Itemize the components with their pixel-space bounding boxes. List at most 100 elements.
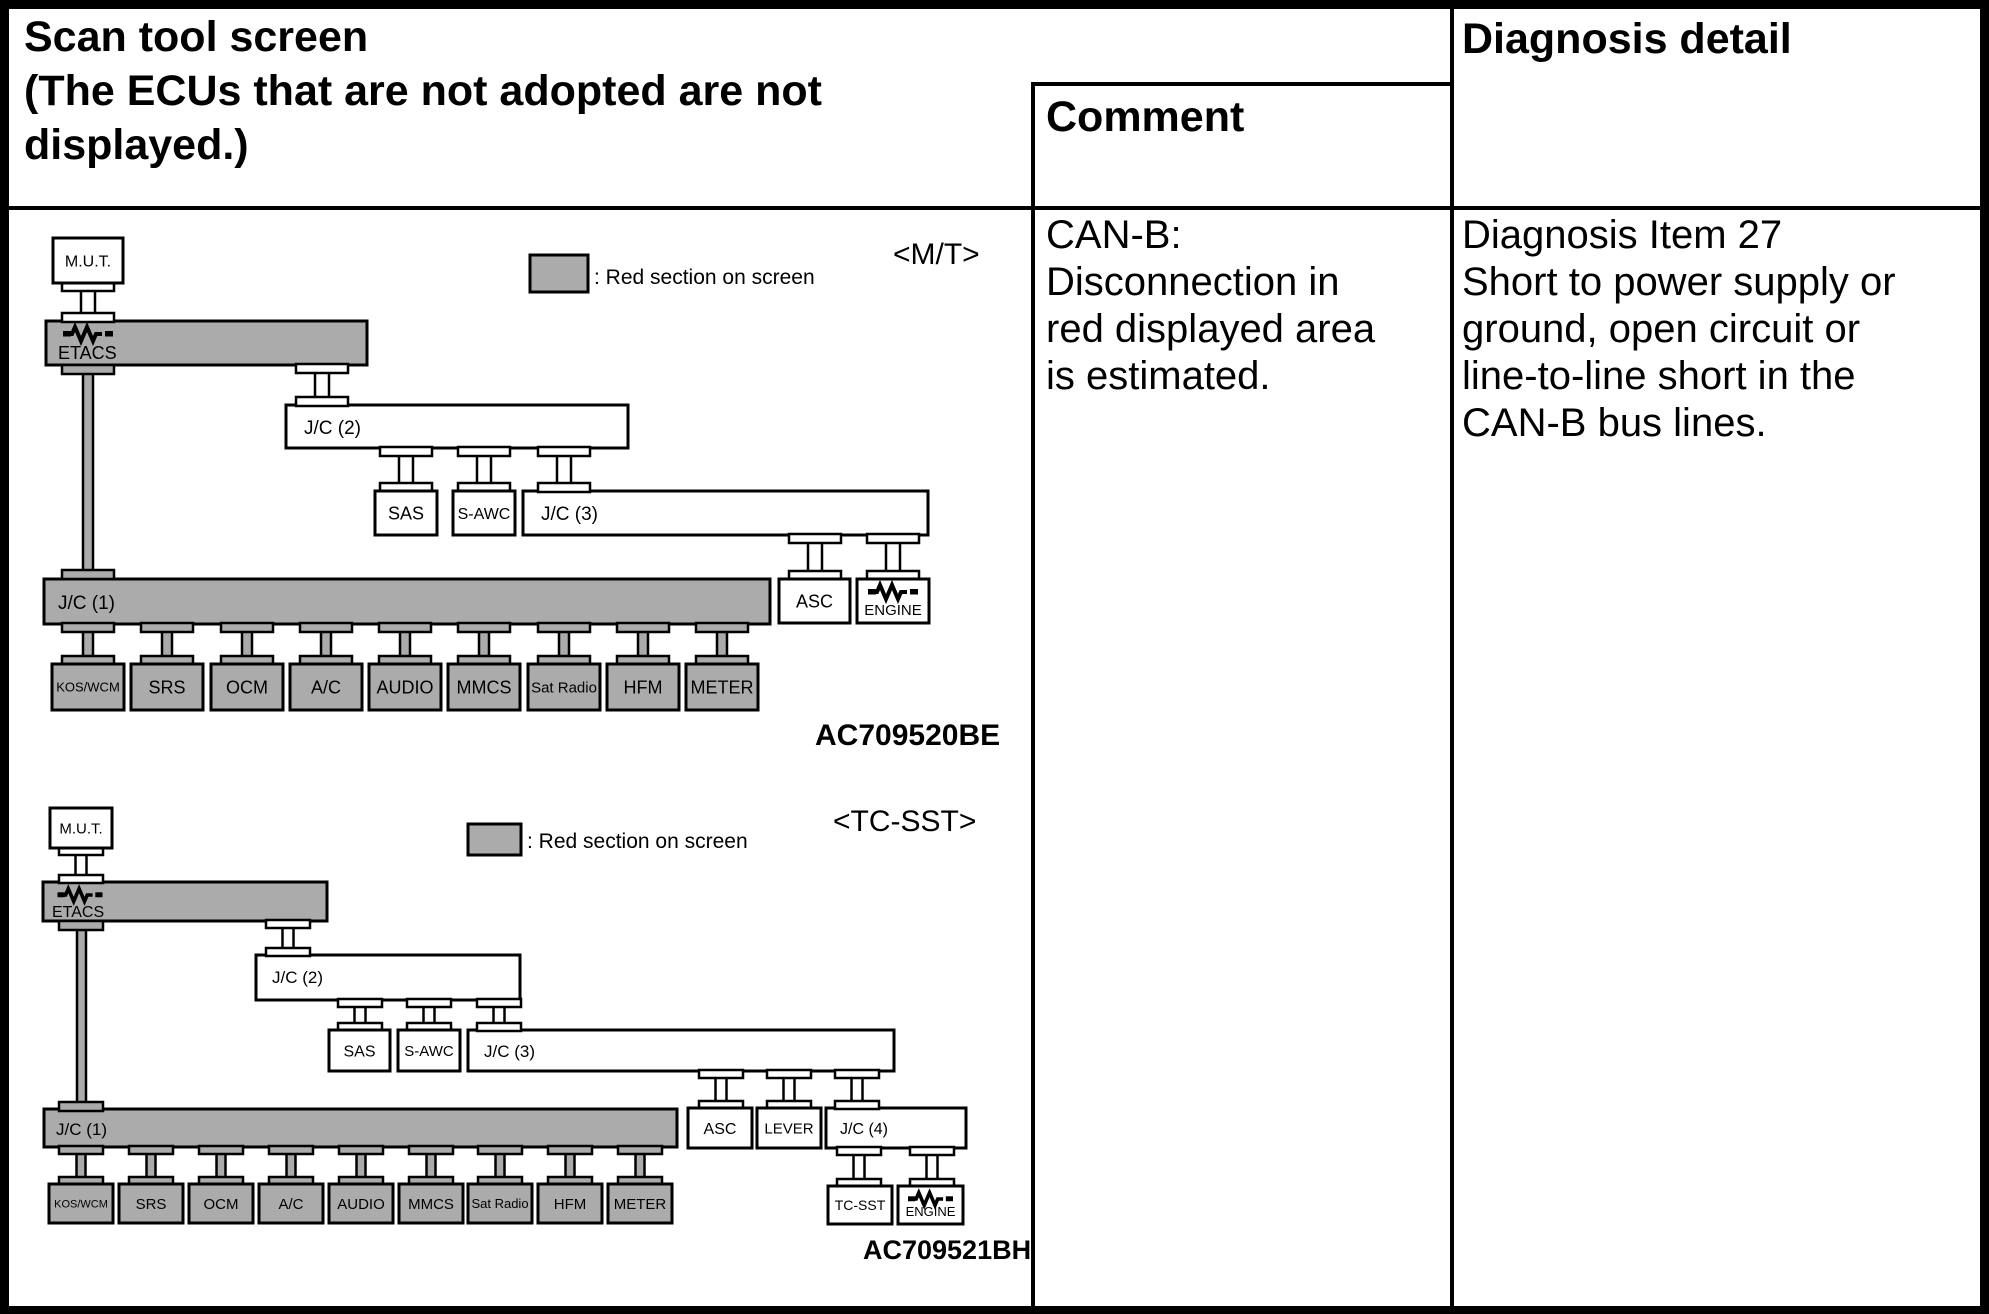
- connector-stem: [281, 925, 295, 951]
- resistor-icon: [910, 1188, 944, 1210]
- connector-tab: [294, 362, 350, 375]
- mt-figure-code: AC709520BE: [815, 719, 1000, 752]
- mt-node-label-engine: ENGINE: [864, 602, 922, 619]
- resistor-cap: [945, 1196, 953, 1202]
- connector-tab: [139, 621, 195, 634]
- connector-stem: [494, 1151, 506, 1180]
- tcsst-trunk-tab: [57, 919, 105, 932]
- tcsst-node-asc: [686, 1106, 754, 1150]
- scan-subtitle-line: (The ECUs that are not adopted are not: [24, 67, 822, 115]
- connector-tab: [536, 621, 592, 634]
- diagnosis-detail-title: Diagnosis detail: [1462, 15, 1792, 63]
- mt-node-label-kos_wcm: KOS/WCM: [56, 680, 120, 695]
- comment-line: is estimated.: [1046, 354, 1271, 398]
- mt-bus-bar-jc3: [521, 489, 930, 537]
- mt-bar-label-etacs: ETACS: [58, 343, 117, 363]
- connector-stem: [398, 629, 412, 659]
- connector-stem: [782, 1075, 796, 1104]
- resistor-cap: [95, 892, 103, 898]
- connector-tab: [298, 621, 354, 634]
- connector-tab: [294, 395, 350, 408]
- connector-stem: [715, 629, 729, 659]
- tcsst-legend-swatch: [466, 822, 523, 857]
- tcsst-trunk-line: [75, 924, 88, 1111]
- tcsst-node-label-hfm: HFM: [554, 1196, 587, 1213]
- tcsst-node-label-sas: SAS: [343, 1043, 375, 1060]
- connector-stem: [852, 1152, 866, 1182]
- tcsst-node-label-mmcs: MMCS: [408, 1196, 454, 1213]
- comment-line: CAN-B:: [1046, 213, 1182, 257]
- tcsst-node-srs: [117, 1182, 185, 1225]
- connector-stem: [355, 1151, 367, 1180]
- scan-subtitle-line: displayed.): [24, 121, 249, 169]
- comment-line: red displayed area: [1046, 307, 1376, 351]
- mt-node-asc: [777, 577, 852, 625]
- tcsst-trunk-tab: [57, 1100, 105, 1113]
- resistor-cap: [910, 589, 918, 595]
- connector-tab: [219, 621, 275, 634]
- mt-bus-bar-jc2: [284, 403, 630, 450]
- tcsst-node-label-sat_radio: Sat Radio: [471, 1196, 528, 1211]
- tcsst-node-mut: [48, 806, 114, 850]
- tcsst-bar-label-jc2: J/C (2): [272, 968, 323, 987]
- connector-stem: [74, 852, 88, 878]
- mt-node-audio: [367, 662, 443, 712]
- connector-stem: [557, 629, 571, 659]
- connector-tab: [377, 621, 433, 634]
- connector-tab: [833, 1068, 881, 1080]
- tcsst-node-mmcs: [397, 1182, 465, 1225]
- mt-node-label-hfm: HFM: [624, 677, 663, 697]
- connector-tab: [267, 1144, 315, 1156]
- tcsst-legend-label: : Red section on screen: [527, 830, 748, 853]
- connector-stem: [422, 1004, 436, 1026]
- tcsst-bus-bar-jc2: [254, 953, 522, 1002]
- mt-node-ac: [288, 662, 364, 712]
- tcsst-node-ocm: [187, 1182, 255, 1225]
- connector-tab: [615, 621, 671, 634]
- connector-stem: [555, 453, 573, 486]
- connector-tab: [475, 997, 523, 1009]
- mt-node-label-ac: A/C: [311, 677, 341, 697]
- connector-tab: [616, 1144, 664, 1156]
- mt-bar-label-jc1: J/C (1): [58, 593, 115, 614]
- connector-tab: [908, 1145, 956, 1157]
- connector-tab: [57, 1144, 105, 1156]
- connector-tab: [456, 445, 512, 458]
- comment-cell-text: CAN-B: Disconnection in red displayed ar…: [1046, 212, 1375, 400]
- connector-tab: [456, 621, 512, 634]
- connector-stem: [240, 629, 254, 659]
- tcsst-node-tc_sst: [826, 1184, 894, 1226]
- connector-stem: [353, 1004, 367, 1026]
- tcsst-node-label-meter: METER: [614, 1196, 667, 1213]
- connector-tab: [57, 873, 105, 885]
- mt-node-kos_wcm: [50, 662, 126, 712]
- connector-tab: [378, 445, 434, 458]
- tcsst-node-label-audio: AUDIO: [337, 1196, 385, 1213]
- resistor-icon: [60, 884, 93, 906]
- table-border-left: [0, 0, 9, 1314]
- connector-tab: [765, 1068, 813, 1080]
- connector-stem: [636, 629, 650, 659]
- mt-bus-bar-jc1: [42, 577, 772, 626]
- mt-node-ocm: [209, 662, 285, 712]
- tcsst-node-label-tc_sst: TC-SST: [835, 1197, 886, 1213]
- connector-stem: [475, 453, 493, 486]
- mt-variant-label: <M/T>: [893, 238, 980, 271]
- mt-legend-label: : Red section on screen: [594, 266, 815, 289]
- connector-stem: [215, 1151, 227, 1180]
- diagnosis-line: CAN-B bus lines.: [1462, 401, 1767, 445]
- resistor-cap: [868, 589, 876, 595]
- mt-node-label-meter: METER: [691, 677, 754, 697]
- mt-trunk-tab: [60, 363, 116, 376]
- connector-tab: [475, 1021, 523, 1033]
- tcsst-node-sawc: [396, 1028, 462, 1073]
- mt-node-label-sas: SAS: [388, 503, 424, 523]
- tcsst-node-audio: [327, 1182, 395, 1225]
- diagnosis-line: line-to-line short in the: [1462, 354, 1856, 398]
- connector-tab: [697, 1068, 745, 1080]
- connector-stem: [313, 370, 331, 400]
- tcsst-node-meter: [606, 1182, 674, 1225]
- tcsst-node-ac: [257, 1182, 325, 1225]
